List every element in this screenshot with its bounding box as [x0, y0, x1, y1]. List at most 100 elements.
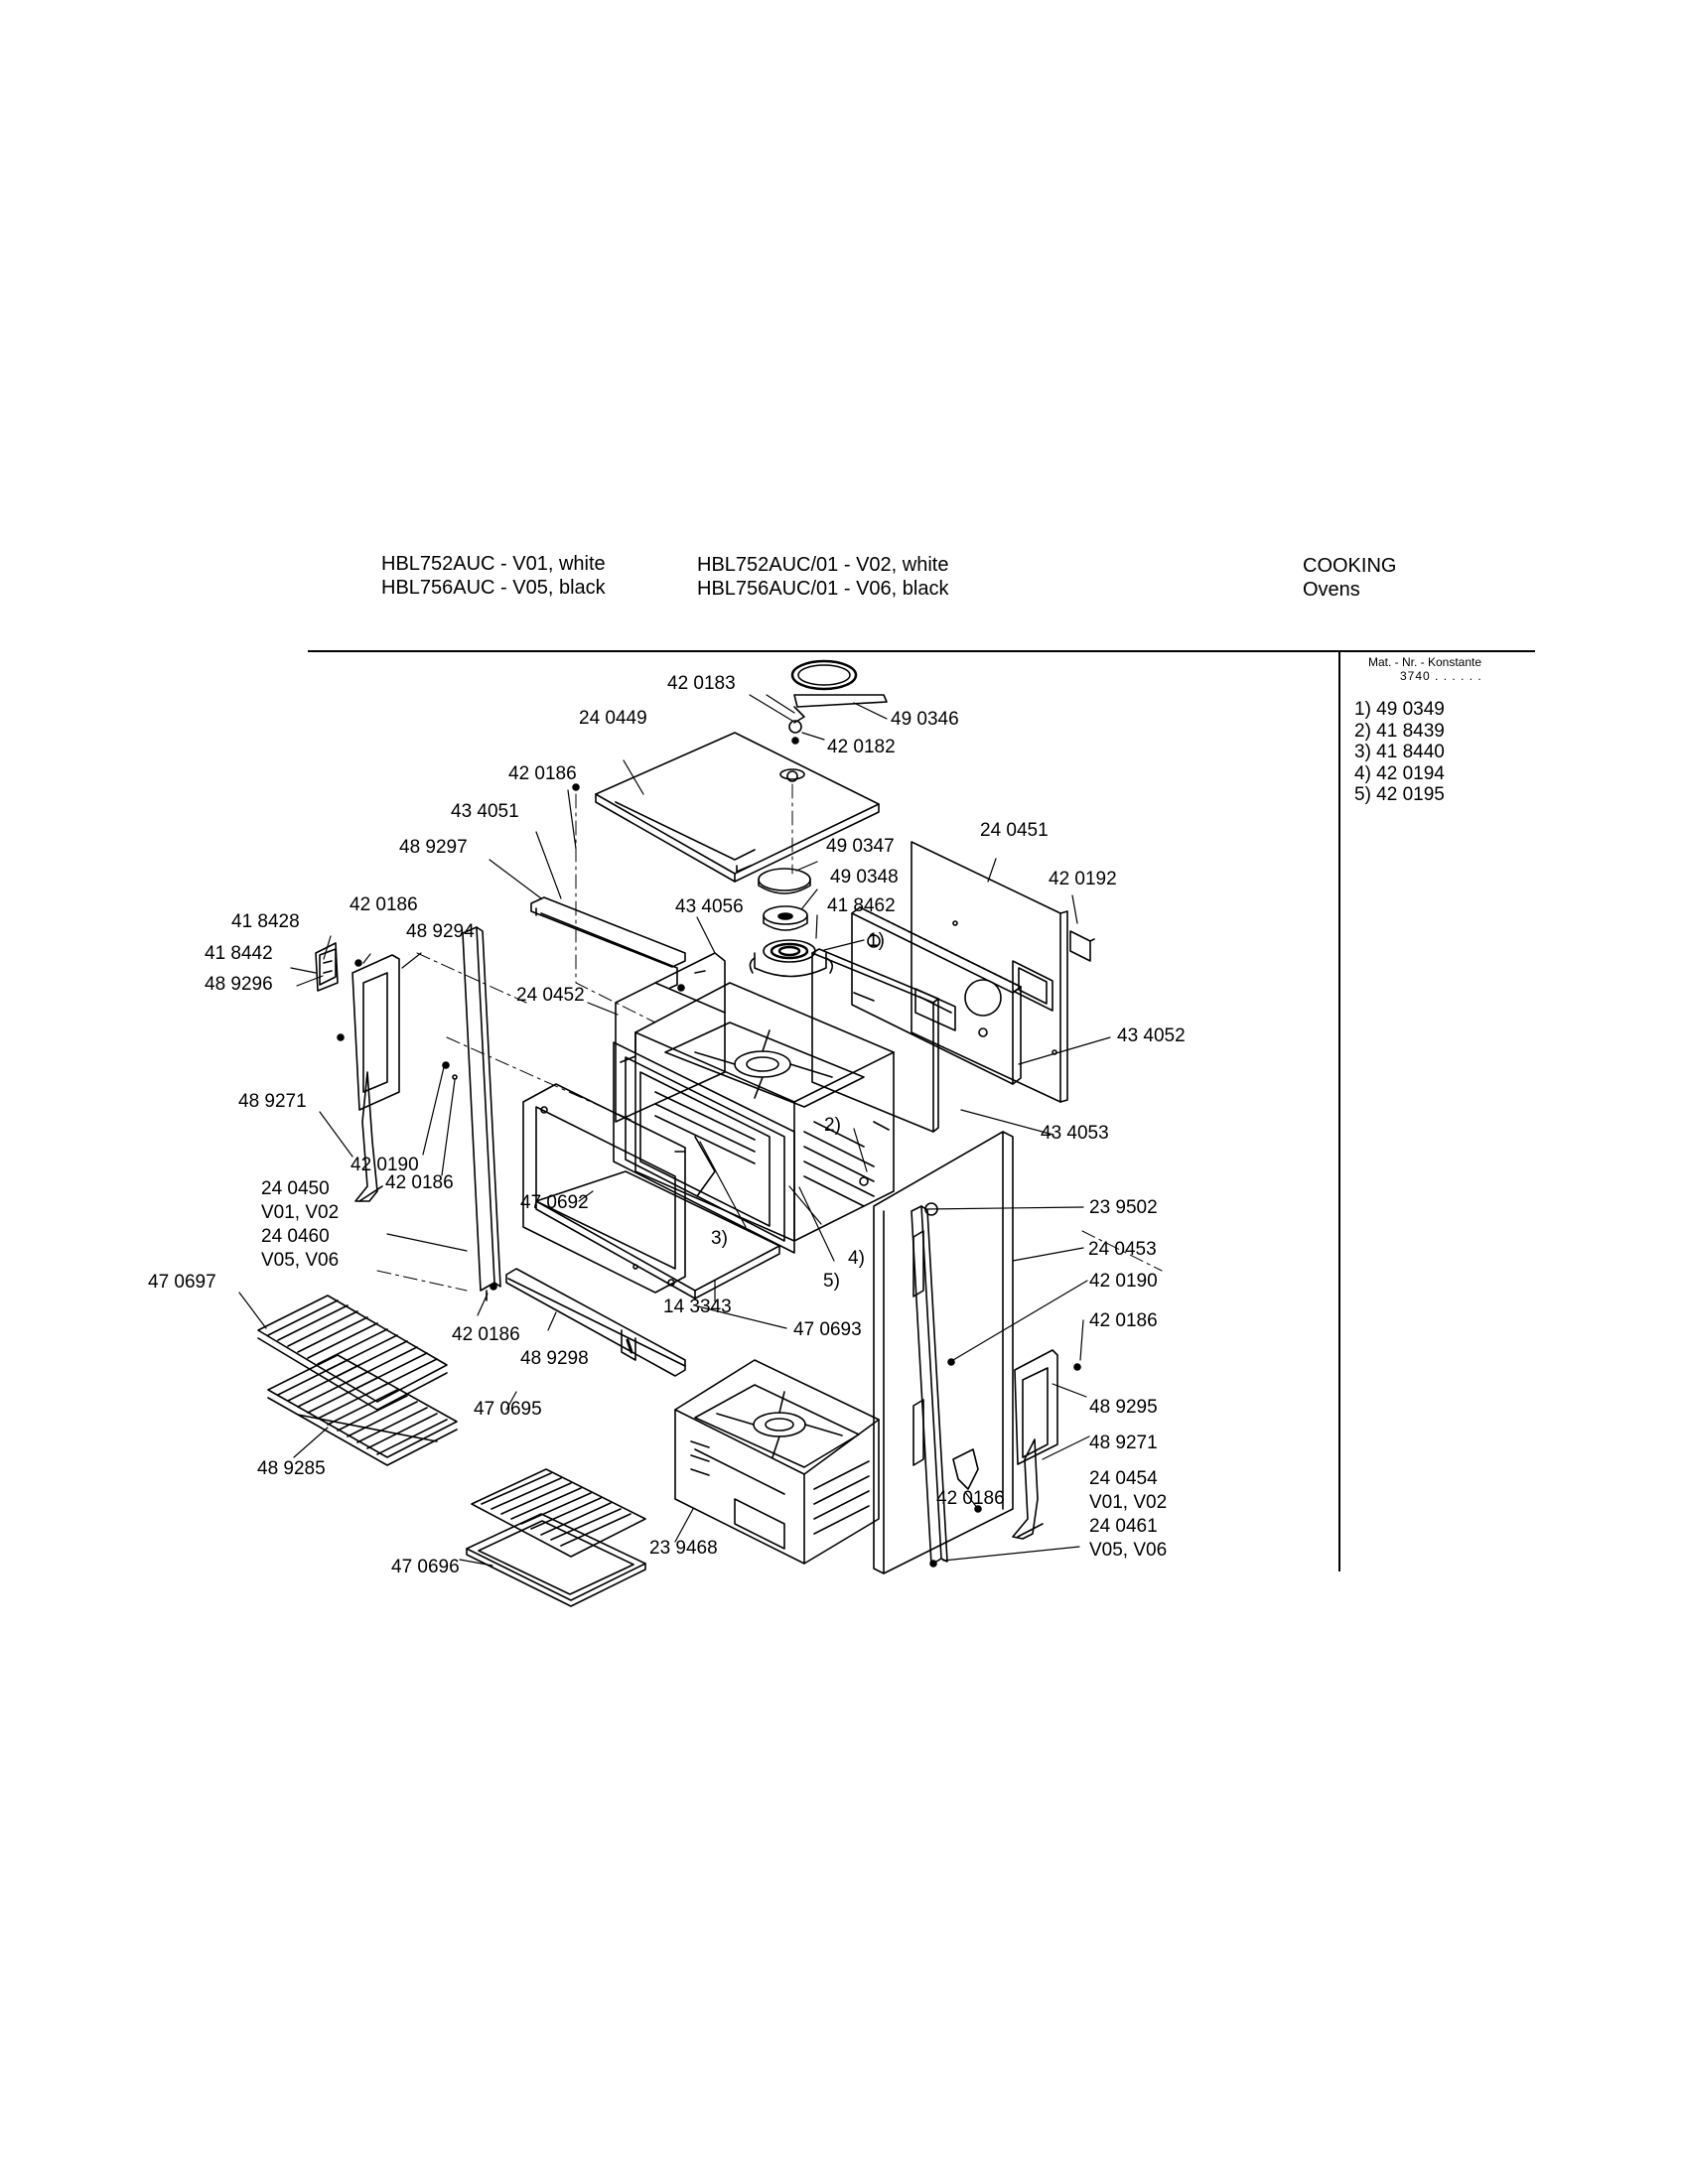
models-left: HBL752AUC - V01, white HBL756AUC - V05, … — [381, 552, 606, 600]
callout: 41 8462 — [827, 895, 896, 916]
callout: 42 0190 — [1089, 1271, 1158, 1292]
callout: 49 0347 — [826, 836, 895, 857]
callout: 42 0186 — [452, 1324, 520, 1345]
callout: V05, V06 — [261, 1250, 339, 1271]
bottom-plate — [535, 1170, 780, 1299]
sidebar-divider — [1338, 652, 1340, 1571]
rear-insulation — [851, 906, 1022, 1085]
callout: 41 8442 — [205, 943, 273, 964]
callout: 42 0186 — [1089, 1310, 1158, 1331]
sidebar-item: 3) 41 8440 — [1354, 742, 1445, 762]
callout: 42 0183 — [667, 673, 736, 694]
callout: 23 9468 — [649, 1538, 718, 1559]
sidebar-item: 1) 49 0349 — [1354, 699, 1445, 720]
callout: 41 8428 — [231, 911, 300, 932]
callout: 42 0186 — [350, 894, 418, 915]
callout: V01, V02 — [1089, 1492, 1167, 1513]
sensor-cable — [779, 659, 888, 780]
callout: 4) — [848, 1248, 865, 1269]
fan-assembly — [749, 868, 834, 978]
callout: 5) — [823, 1271, 840, 1292]
alignment-lines — [376, 783, 1163, 1292]
callout: 1) — [868, 930, 885, 951]
callout: 43 4052 — [1117, 1025, 1186, 1046]
callout: 48 9297 — [399, 837, 468, 858]
top-rail — [530, 783, 686, 992]
model-line: HBL752AUC/01 - V02, white — [697, 554, 949, 576]
callout: 24 0461 — [1089, 1516, 1158, 1537]
callout: 48 9271 — [1089, 1433, 1158, 1453]
oven-rack-top — [257, 1295, 448, 1411]
callout: 24 0450 — [261, 1178, 330, 1199]
left-hinge-bracket — [337, 954, 458, 1202]
category-subtitle: Ovens — [1303, 579, 1360, 601]
side-insulation — [811, 948, 939, 1133]
callout: 49 0348 — [830, 867, 899, 887]
right-hinge-bracket — [1012, 1349, 1081, 1540]
callout-labels: 42 0183 49 0346 42 0182 24 0449 42 0186 … — [148, 673, 1186, 1577]
header-divider — [308, 650, 1535, 652]
models-mid: HBL752AUC/01 - V02, white HBL756AUC/01 -… — [697, 553, 948, 601]
callout: 24 0451 — [980, 820, 1049, 841]
category-title: COOKING — [1303, 555, 1397, 577]
model-line: HBL756AUC - V05, black — [381, 577, 606, 599]
callout: 49 0346 — [891, 709, 959, 730]
callout: 24 0460 — [261, 1226, 330, 1247]
top-side-panel — [615, 952, 726, 1123]
callout: 48 9285 — [257, 1458, 326, 1479]
callout: 24 0452 — [516, 985, 585, 1006]
callout: 14 3343 — [663, 1297, 732, 1317]
leader-lines — [238, 694, 1111, 1567]
callout: 42 0192 — [1049, 869, 1117, 889]
model-line: HBL752AUC - V01, white — [381, 553, 606, 575]
callout: V01, V02 — [261, 1202, 339, 1223]
callout: 24 0453 — [1088, 1239, 1157, 1260]
callout: 3) — [711, 1228, 728, 1249]
callout: V05, V06 — [1089, 1540, 1167, 1561]
callout: 43 4051 — [451, 801, 519, 822]
bottom-strip — [505, 1268, 686, 1377]
callout: 42 0186 — [936, 1488, 1005, 1509]
category: COOKING Ovens — [1303, 554, 1396, 602]
lower-oven-cavity — [674, 1359, 880, 1565]
callout: 23 9502 — [1089, 1197, 1158, 1218]
back-panel — [911, 841, 1095, 1103]
callout: 47 0696 — [391, 1557, 460, 1577]
callout: 48 9295 — [1089, 1397, 1158, 1418]
broil-grid — [471, 1468, 646, 1558]
sidebar-list: 1) 49 0349 2) 41 8439 3) 41 8440 4) 42 0… — [1354, 699, 1445, 806]
sidebar-item: 2) 41 8439 — [1354, 720, 1445, 742]
callout: 47 0695 — [474, 1399, 542, 1420]
upper-oven-cavity — [634, 982, 895, 1242]
sidebar-item: 5) 42 0195 — [1354, 784, 1445, 805]
callout: 43 4056 — [675, 896, 744, 917]
callout: 48 9294 — [406, 921, 475, 942]
top-panel — [595, 732, 880, 883]
callout: 24 0449 — [579, 708, 647, 729]
door-frame-inner — [613, 1041, 795, 1254]
sidebar-item: 4) 42 0194 — [1354, 762, 1445, 784]
callout: 48 9298 — [520, 1348, 589, 1369]
callout: 48 9296 — [205, 974, 273, 995]
callout: 47 0697 — [148, 1272, 216, 1293]
callout: 42 0190 — [351, 1155, 419, 1175]
oven-rack-bottom — [267, 1354, 458, 1466]
callout: 47 0692 — [520, 1192, 589, 1213]
sidebar-title: Mat. - Nr. - Konstante — [1368, 655, 1482, 669]
callout: 47 0693 — [793, 1319, 862, 1340]
right-trim-strip — [911, 1205, 948, 1568]
model-line: HBL756AUC/01 - V06, black — [697, 578, 949, 600]
left-trim-strip — [462, 926, 501, 1301]
callout: 48 9271 — [238, 1091, 307, 1112]
sidebar-subtitle: 3740 . . . . . . — [1400, 669, 1482, 683]
right-side-panel — [873, 1131, 1014, 1574]
callout: 24 0454 — [1089, 1468, 1158, 1489]
callout: 43 4053 — [1041, 1123, 1109, 1144]
callout: 2) — [824, 1115, 841, 1136]
callout: 42 0186 — [508, 763, 577, 784]
broil-pan — [466, 1513, 646, 1607]
callout: 42 0182 — [827, 737, 896, 757]
callout: 42 0186 — [385, 1172, 454, 1193]
